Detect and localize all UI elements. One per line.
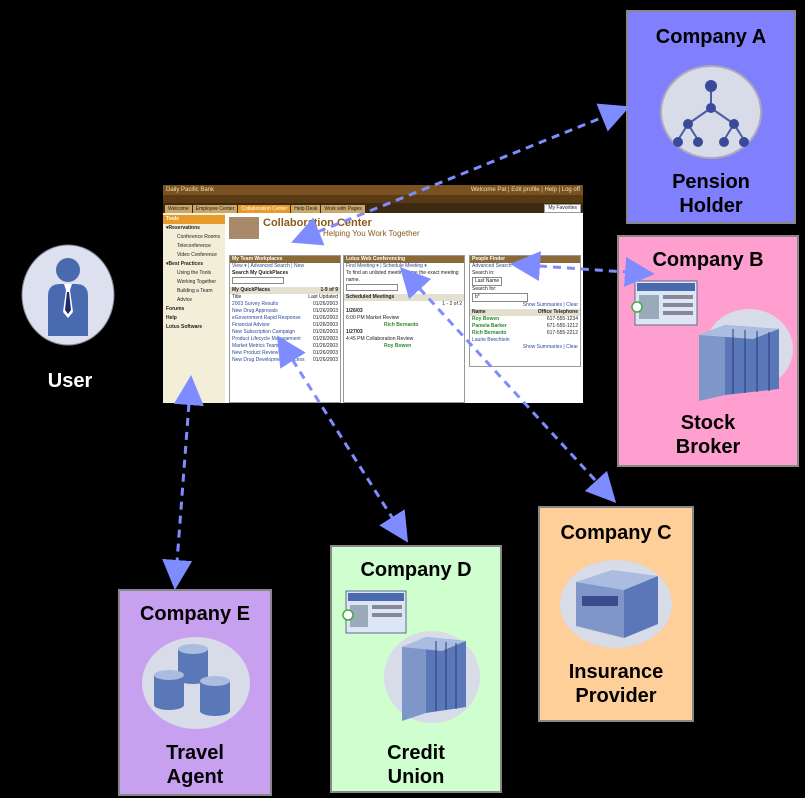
- server-rack-icon: [631, 280, 793, 401]
- portlet-menu[interactable]: Find Meeting ▾ | Schedule Meeting ▾: [346, 263, 427, 269]
- search-label: Search My QuickPlaces: [232, 270, 289, 276]
- sidebar-item[interactable]: Forums: [166, 306, 185, 312]
- row-date: 01/26/2003: [312, 308, 338, 314]
- sidebar-item[interactable]: Using the Tools: [177, 270, 212, 276]
- column-header[interactable]: Last Updated: [308, 294, 338, 300]
- sidebar-item[interactable]: Video Conference: [177, 252, 217, 258]
- sidebar-item[interactable]: Building a Team: [177, 288, 213, 294]
- table-row[interactable]: New Subscription Campaign: [232, 329, 296, 335]
- advanced-search-link[interactable]: Advanced Search: [472, 263, 512, 269]
- tab-employee-center[interactable]: Employee Center: [192, 205, 238, 213]
- org-chart-icon: [660, 65, 762, 159]
- company-c-title: Company C: [560, 522, 672, 544]
- table-row[interactable]: New Product Review: [232, 350, 279, 356]
- portlet-menu[interactable]: View ▾ | Advanced Search | New: [232, 263, 304, 269]
- table-row[interactable]: Market Metrics Team: [232, 343, 279, 349]
- table-row[interactable]: New Drug Approvals: [232, 308, 278, 314]
- sidebar-item[interactable]: ▾Best Practices: [166, 261, 203, 267]
- tab-collaboration-center[interactable]: Collaboration Center: [238, 205, 291, 213]
- sidebar-header: Tools: [163, 215, 225, 224]
- company-a-title: Company A: [655, 26, 767, 48]
- row-date: 01/26/2003: [312, 301, 338, 307]
- tab-welcome[interactable]: Welcome: [165, 205, 192, 213]
- sidebar-item[interactable]: Conference Rooms: [177, 234, 221, 240]
- arrow-company-a: [291, 103, 630, 246]
- meeting-name[interactable]: Market Review: [366, 315, 400, 321]
- table-row[interactable]: Product Lifecycle Management: [232, 336, 301, 342]
- sidebar-item[interactable]: Lotus Software: [166, 324, 203, 330]
- paging: 1-9 of 9: [320, 287, 338, 293]
- arrow-company-c: [399, 266, 617, 504]
- sidebar-item[interactable]: Advice: [177, 297, 193, 303]
- column-header[interactable]: Title: [232, 294, 242, 300]
- meeting-date: 1/26/03: [346, 308, 363, 314]
- portlet-header: My Team Workplaces: [230, 256, 340, 263]
- meeting-date: 1/27/03: [346, 329, 363, 335]
- table-row[interactable]: Financial Advisor: [232, 322, 270, 328]
- portal-app-title: Daily Pacific Bank: [166, 187, 215, 193]
- meeting-search-input[interactable]: [346, 284, 398, 291]
- sidebar-item[interactable]: ▾Reservations: [166, 225, 200, 231]
- banner-photo: [229, 217, 259, 239]
- company-e-title: Company E: [139, 603, 251, 625]
- table-row[interactable]: 2003 Survey Results: [232, 301, 279, 307]
- row-date: 01/26/2003: [312, 329, 338, 335]
- portlet-header: Lotus Web Conferencing: [344, 256, 464, 263]
- arrow-company-b: [510, 251, 655, 287]
- portal-sidebar: Tools ▾Reservations Conference Rooms Tel…: [163, 213, 225, 403]
- person-icon: [21, 244, 115, 346]
- table-row[interactable]: eGovernment Rapid Response: [232, 315, 301, 321]
- row-date: 01/26/2003: [312, 315, 338, 321]
- company-d-title: Company D: [360, 559, 472, 581]
- database-icon: [142, 637, 250, 729]
- search-input[interactable]: [232, 277, 284, 284]
- arrow-company-d: [276, 335, 409, 543]
- mainframe-icon: [560, 560, 672, 648]
- user-label: User: [47, 370, 93, 392]
- row-date: 01/26/2003: [312, 322, 338, 328]
- sidebar-item[interactable]: Teleconference: [177, 243, 211, 249]
- server-tower-icon: [342, 590, 480, 723]
- arrow-company-e: [162, 375, 204, 590]
- sidebar-item[interactable]: Working Together: [177, 279, 217, 285]
- company-b-title: Company B: [652, 249, 764, 271]
- sidebar-item[interactable]: Help: [166, 315, 177, 321]
- meeting-time: 6:00 PM: [346, 315, 365, 321]
- table-row[interactable]: New Drug Development Process: [232, 357, 305, 363]
- quickplaces-label: My QuickPlaces: [232, 287, 271, 293]
